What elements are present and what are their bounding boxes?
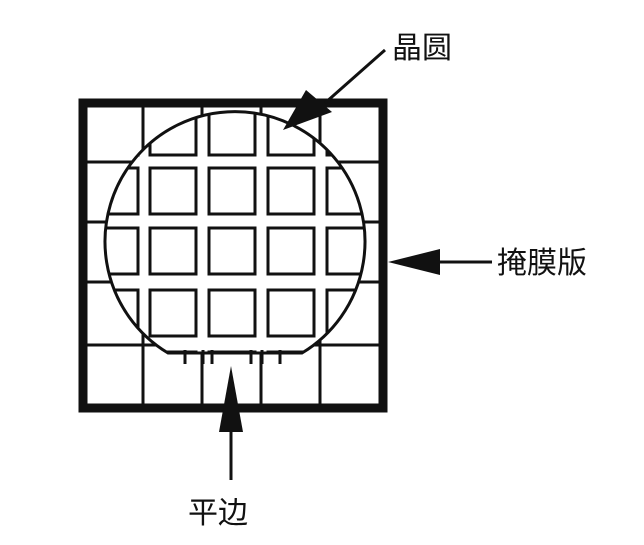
wafer-arrow (283, 48, 386, 130)
wafer-outline (103, 110, 367, 355)
flat-label: 平边 (188, 496, 248, 531)
mask-label: 掩膜版 (497, 246, 587, 281)
wafer-label: 晶圆 (392, 31, 452, 66)
mask-arrow (388, 249, 492, 275)
wafer-body (105, 111, 365, 353)
flat-arrow (219, 366, 243, 480)
flat-edge (183, 350, 282, 364)
